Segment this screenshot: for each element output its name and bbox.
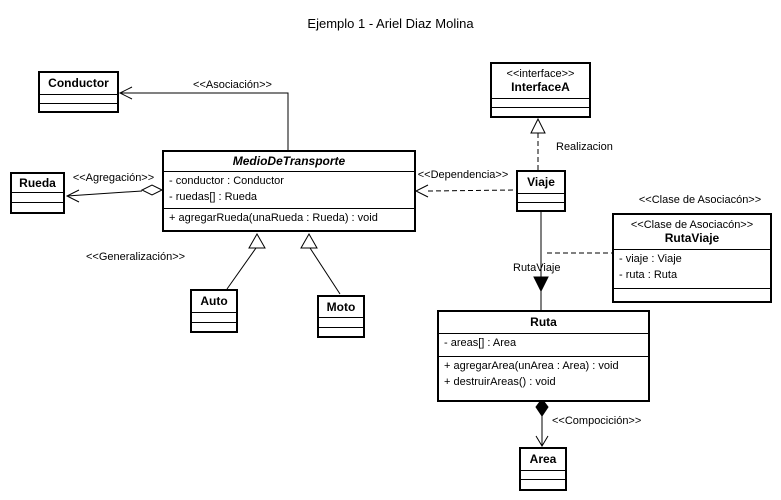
class-rueda-attributes bbox=[12, 192, 63, 202]
association-label: <<Asociación>> bbox=[193, 79, 272, 91]
class-ruta-name: Ruta bbox=[530, 315, 557, 329]
composition-label: <<Compocición>> bbox=[552, 415, 642, 427]
open-arrowhead-icon bbox=[65, 189, 80, 203]
class-mediodetransporte-methods: + agregarRueda(unaRueda : Rueda) : void bbox=[164, 208, 414, 230]
class-viaje-name: Viaje bbox=[527, 175, 555, 189]
rutaviaje-link-label: RutaViaje bbox=[513, 262, 561, 274]
class-interfacea-name: InterfaceA bbox=[511, 80, 570, 94]
class-moto-attributes bbox=[319, 317, 363, 327]
realization-label: Realizacion bbox=[556, 141, 613, 153]
class-ruta-attributes: - areas[] : Area bbox=[439, 333, 648, 356]
diagram-title: Ejemplo 1 - Ariel Diaz Molina bbox=[307, 16, 474, 31]
association-class-label: <<Clase de Asociacón>> bbox=[638, 194, 762, 206]
class-auto-attributes bbox=[192, 312, 236, 322]
class-area-methods bbox=[521, 479, 565, 489]
class-viaje-attributes bbox=[518, 193, 564, 202]
class-conductor-methods bbox=[40, 103, 117, 111]
viaje-ruta-connector[interactable] bbox=[533, 212, 612, 310]
realization-connector[interactable] bbox=[530, 117, 546, 170]
hollow-diamond-icon bbox=[140, 184, 164, 196]
class-rutaviaje[interactable]: <<Clase de Asociacón>> RutaViaje - viaje… bbox=[612, 213, 772, 303]
open-arrowhead-icon bbox=[414, 184, 429, 198]
filled-diamond-icon bbox=[535, 398, 549, 417]
class-conductor[interactable]: Conductor bbox=[38, 71, 119, 113]
class-auto-name: Auto bbox=[200, 294, 228, 308]
class-interfacea-stereotype: <<interface>> bbox=[506, 68, 575, 80]
class-mediodetransporte-attributes: - conductor : Conductor - ruedas[] : Rue… bbox=[164, 171, 414, 208]
class-rutaviaje-name: RutaViaje bbox=[664, 231, 720, 245]
composition-connector[interactable] bbox=[535, 398, 549, 447]
class-interfacea[interactable]: <<interface>> InterfaceA bbox=[490, 62, 591, 118]
aggregation-label: <<Agregación>> bbox=[72, 172, 155, 184]
open-arrowhead-icon bbox=[118, 86, 133, 100]
class-rutaviaje-attributes: - viaje : Viaje - ruta : Ruta bbox=[614, 249, 770, 288]
class-conductor-name: Conductor bbox=[48, 76, 109, 90]
class-rueda[interactable]: Rueda bbox=[10, 172, 65, 214]
class-auto[interactable]: Auto bbox=[190, 289, 238, 333]
class-mediodetransporte[interactable]: MedioDeTransporte - conductor : Conducto… bbox=[162, 150, 416, 232]
class-ruta[interactable]: Ruta - areas[] : Area + agregarArea(unAr… bbox=[437, 310, 650, 402]
generalization-auto-connector[interactable] bbox=[226, 232, 266, 290]
class-conductor-attributes bbox=[40, 94, 117, 103]
class-viaje-methods bbox=[518, 202, 564, 210]
aggregation-connector[interactable] bbox=[65, 184, 164, 203]
class-ruta-methods: + agregarArea(unArea : Area) : void + de… bbox=[439, 356, 648, 400]
class-rutaviaje-stereotype: <<Clase de Asociacón>> bbox=[630, 219, 754, 231]
dependency-connector[interactable] bbox=[414, 184, 517, 198]
class-rutaviaje-methods bbox=[614, 288, 770, 301]
hollow-triangle-icon bbox=[300, 232, 318, 249]
hollow-triangle-icon bbox=[530, 117, 546, 134]
filled-triangle-icon bbox=[533, 276, 549, 293]
class-rueda-name: Rueda bbox=[19, 175, 56, 190]
class-moto[interactable]: Moto bbox=[317, 295, 365, 338]
hollow-triangle-icon bbox=[248, 232, 266, 249]
generalization-label: <<Generalización>> bbox=[86, 251, 186, 263]
generalization-moto-connector[interactable] bbox=[300, 232, 341, 295]
class-moto-methods bbox=[319, 327, 363, 336]
association-connector[interactable] bbox=[118, 86, 289, 150]
class-viaje[interactable]: Viaje bbox=[516, 170, 566, 212]
class-moto-name: Moto bbox=[326, 299, 356, 314]
class-interfacea-methods bbox=[492, 107, 589, 116]
class-rueda-methods bbox=[12, 202, 63, 212]
class-area-attributes bbox=[521, 470, 565, 479]
open-arrowhead-icon bbox=[535, 435, 549, 447]
class-interfacea-attributes bbox=[492, 98, 589, 107]
class-mediodetransporte-name: MedioDeTransporte bbox=[232, 154, 346, 168]
class-area[interactable]: Area bbox=[519, 447, 567, 491]
class-auto-methods bbox=[192, 322, 236, 331]
dependency-label: <<Dependencia>> bbox=[417, 169, 509, 181]
class-area-name: Area bbox=[529, 452, 557, 466]
